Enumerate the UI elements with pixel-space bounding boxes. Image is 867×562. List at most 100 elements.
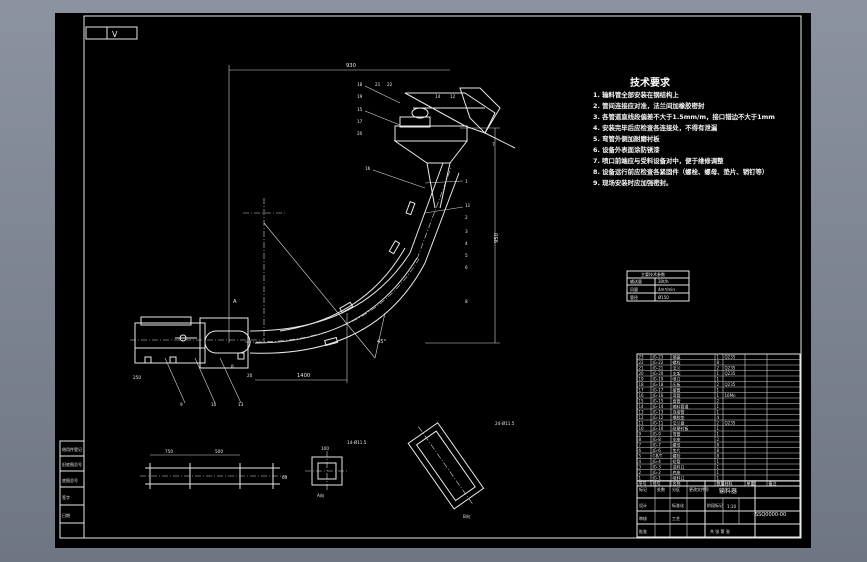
bom-cell: 底座 bbox=[673, 469, 681, 475]
bom-cell: 8 bbox=[717, 360, 720, 365]
bom-cell: 短管 bbox=[673, 458, 681, 464]
callout-label: 22 bbox=[387, 82, 393, 87]
bom-cell: JG-6 bbox=[652, 448, 662, 453]
bom-cell: 19 bbox=[639, 376, 645, 381]
bom-cell: JG-14 bbox=[652, 404, 664, 409]
bom-cell: 4 bbox=[639, 459, 642, 464]
bom-cell: 10 bbox=[639, 426, 645, 431]
dim-top-length: 930 bbox=[346, 63, 356, 69]
tb-label: 标准化 bbox=[672, 502, 684, 508]
callout-label: 11 bbox=[465, 203, 471, 208]
dim-100: 100 bbox=[321, 446, 329, 451]
bom-cell: 16 bbox=[639, 393, 645, 398]
tb-label: 标记 bbox=[639, 486, 647, 492]
bom-cell: 8 bbox=[717, 442, 720, 447]
spec-cell: 30t/h bbox=[658, 279, 669, 284]
inner-frame bbox=[83, 15, 802, 539]
bom-cell: JG-17 bbox=[652, 387, 664, 392]
drawing-canvas: V 借用件登记 旧底图总号 底图总号 签字 日期 930 950 1400 bbox=[59, 15, 802, 539]
bom-cell: 直管 bbox=[673, 397, 681, 403]
bom-cell: JG-8 bbox=[652, 437, 662, 442]
bom-cell: 8 bbox=[717, 453, 720, 458]
callout-label: 2 bbox=[465, 215, 468, 220]
bom-cell: 连接管 bbox=[673, 408, 685, 414]
bom-cell: JG-15 bbox=[652, 398, 664, 403]
bom-cell: 1 bbox=[717, 475, 720, 480]
left-table-cell: 底图总号 bbox=[62, 477, 78, 483]
bom-cell: 2 bbox=[639, 470, 642, 475]
view-b-label: B向 bbox=[463, 513, 470, 519]
callout-label: 19 bbox=[357, 94, 363, 99]
spec-cell: Ø150 bbox=[658, 295, 669, 300]
dim-250: 250 bbox=[133, 375, 141, 380]
bom-cell: JG-18 bbox=[652, 382, 664, 387]
bom-cell: 1 bbox=[717, 459, 720, 464]
bom-cell: 6 bbox=[639, 448, 642, 453]
tb-label: 更改文件号 bbox=[689, 486, 709, 492]
bom-cell: 21 bbox=[639, 365, 645, 370]
bom-cell: 2 bbox=[717, 382, 720, 387]
spec-cell: 风量 bbox=[630, 286, 638, 292]
bom-cell: JG-12 bbox=[652, 415, 664, 420]
tech-req-title: 技术要求 bbox=[630, 76, 671, 89]
callout-label: 1 bbox=[465, 179, 468, 184]
bom-cell: JG-7 bbox=[652, 442, 662, 447]
bom-cell: JG-16 bbox=[652, 393, 664, 398]
bom-cell: 进料口 bbox=[673, 463, 685, 469]
left-table-cell: 旧底图总号 bbox=[62, 461, 82, 467]
bom-cell: 螺栓 bbox=[673, 452, 681, 458]
bom-cell: 13 bbox=[639, 409, 645, 414]
bom-cell: 接管 bbox=[673, 386, 681, 392]
bom-header-cell: 代号 bbox=[653, 480, 661, 486]
callout-label: 8 bbox=[231, 364, 234, 369]
dim-500: 500 bbox=[215, 449, 223, 454]
bom-header-cell: 单重 bbox=[747, 480, 755, 486]
bom-cell: 12 bbox=[639, 415, 645, 420]
holes2-note: 24-Ø11.5 bbox=[495, 421, 515, 426]
tech-req-item: 7. 喷口前端应与受料设备对中，便于维修调整 bbox=[593, 156, 724, 165]
bom-cell: 吸料口 bbox=[673, 474, 685, 480]
tb-label: 设计 bbox=[639, 502, 647, 508]
drawing-number: SSQ0000-00 bbox=[755, 512, 786, 518]
bom-cell: JG-3 bbox=[652, 464, 662, 469]
section-b-view: 24-Ø11.5 B向 bbox=[407, 421, 515, 519]
left-table-cell: 日期 bbox=[62, 512, 70, 518]
bom-cell: Q235 bbox=[725, 420, 736, 425]
spec-cell: 输送量 bbox=[630, 278, 642, 284]
bom-cell: JG-23 bbox=[652, 354, 664, 359]
callout-label: 18 bbox=[357, 82, 363, 87]
bom-cell: 5 bbox=[639, 453, 642, 458]
dim-bottom-length: 1400 bbox=[297, 373, 310, 379]
bom-cell: JG-13 bbox=[652, 409, 664, 414]
bom-cell: 垫片 bbox=[673, 447, 681, 453]
tech-req-item: 8. 设备运行前应检查各紧固件（螺栓、螺母、垫片、销钉等） bbox=[593, 167, 768, 176]
callout-label: 14 bbox=[435, 94, 441, 99]
bom-cell: 1 bbox=[717, 387, 720, 392]
spec-cell: 管径 bbox=[630, 294, 638, 300]
bom-header-cell: 名称 bbox=[673, 480, 681, 486]
spec-cell: 4m³/min bbox=[658, 287, 675, 292]
tech-req-item: 9. 现场安装时应加强密封。 bbox=[593, 178, 672, 187]
bom-cell: 法兰 bbox=[673, 364, 681, 370]
holes-note: 14-Ø11.5 bbox=[347, 440, 367, 445]
callout-label: 16 bbox=[365, 166, 371, 171]
callout-label: 3 bbox=[465, 229, 468, 234]
bom-cell: JG-2 bbox=[652, 470, 662, 475]
bom-cell: JG-10 bbox=[652, 426, 664, 431]
callout-label: 9 bbox=[180, 402, 183, 407]
bom-cell: 1 bbox=[717, 393, 720, 398]
view-a-label: A向 bbox=[317, 492, 324, 498]
tech-req-item: 4. 安装完毕后应检查各连接处，不得有泄漏 bbox=[593, 123, 718, 132]
bom-cell: 14 bbox=[639, 404, 645, 409]
callout-label: 10 bbox=[211, 402, 217, 407]
bom-cell: 22 bbox=[639, 360, 645, 365]
callout-label: 8 bbox=[465, 299, 468, 304]
bom-cell: 1 bbox=[717, 409, 720, 414]
bom-cell: 螺栓 bbox=[673, 359, 681, 365]
bom-cell: 耐磨衬板 bbox=[673, 425, 689, 431]
bom-cell: 7 bbox=[639, 442, 642, 447]
bom-cell: 1 bbox=[717, 376, 720, 381]
bom-cell: 20 bbox=[639, 371, 645, 376]
tb-label: 批准 bbox=[639, 528, 647, 534]
